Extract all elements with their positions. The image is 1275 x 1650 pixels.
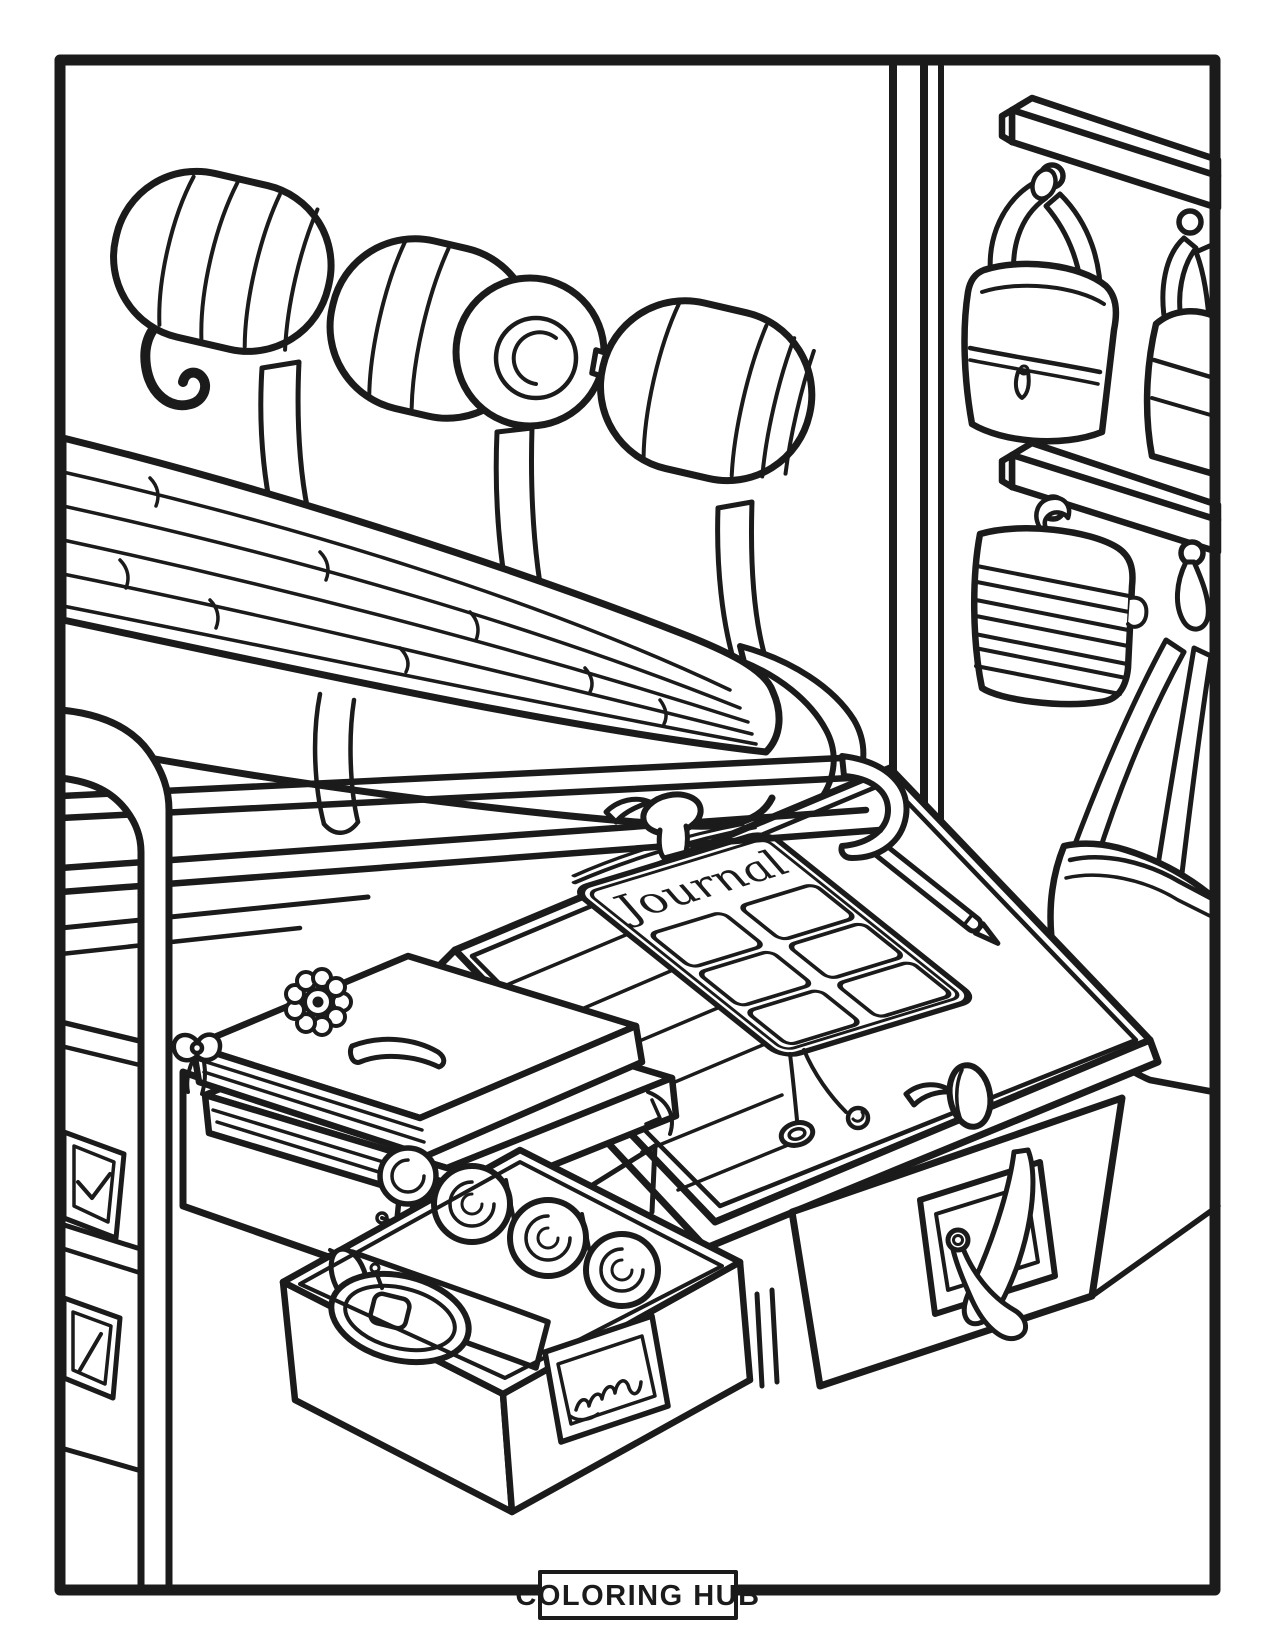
branding-label: COLORING HUB xyxy=(515,1580,760,1612)
clothing-rolls xyxy=(377,1145,661,1309)
hook-peg-2 xyxy=(1176,208,1204,236)
toiletry-bag xyxy=(961,167,1120,445)
bed-knob xyxy=(603,791,704,861)
wall-hook xyxy=(140,307,211,411)
watch-dish xyxy=(328,1262,472,1366)
gear-ornament xyxy=(284,967,353,1037)
charm-spiral xyxy=(845,1105,871,1131)
bolster-pillow-1 xyxy=(110,167,335,355)
hanging-bag-partial xyxy=(1143,235,1218,478)
drawer-knob-right xyxy=(903,1062,994,1130)
pouch-stripes xyxy=(973,564,1131,696)
drawer-label-scribble xyxy=(568,1379,643,1422)
floor-line xyxy=(1089,1203,1221,1299)
bed-platform xyxy=(57,753,910,957)
zipper-pull xyxy=(1013,370,1031,400)
bag-hanger-loop xyxy=(1030,167,1058,201)
roll-end-inner xyxy=(493,315,579,401)
journal-charms xyxy=(778,1048,871,1148)
pouch-side-tab xyxy=(1126,595,1149,629)
leather-tassels xyxy=(945,1147,1036,1342)
pillow-strap-3 xyxy=(715,499,769,671)
striped-pouch xyxy=(970,495,1149,708)
zipper-line xyxy=(967,345,1103,375)
side-table-drawers xyxy=(58,1019,155,1477)
drawer-contents xyxy=(328,1145,661,1371)
bolster-pillow-3 xyxy=(597,297,816,485)
ribbon-bow xyxy=(171,1032,223,1096)
wall-panel-lines xyxy=(889,62,944,866)
branding-box: COLORING HUB xyxy=(515,1570,760,1620)
blanket-stripes xyxy=(61,470,758,746)
charm-ring xyxy=(778,1120,816,1148)
blanket-fold xyxy=(312,691,327,827)
rolls-drawer xyxy=(279,1145,754,1516)
roll-end-spiral xyxy=(511,330,558,386)
under-bed-drawer xyxy=(754,1094,1126,1390)
ribbon-bookmark xyxy=(347,1036,447,1070)
journal-grid xyxy=(650,884,952,1046)
